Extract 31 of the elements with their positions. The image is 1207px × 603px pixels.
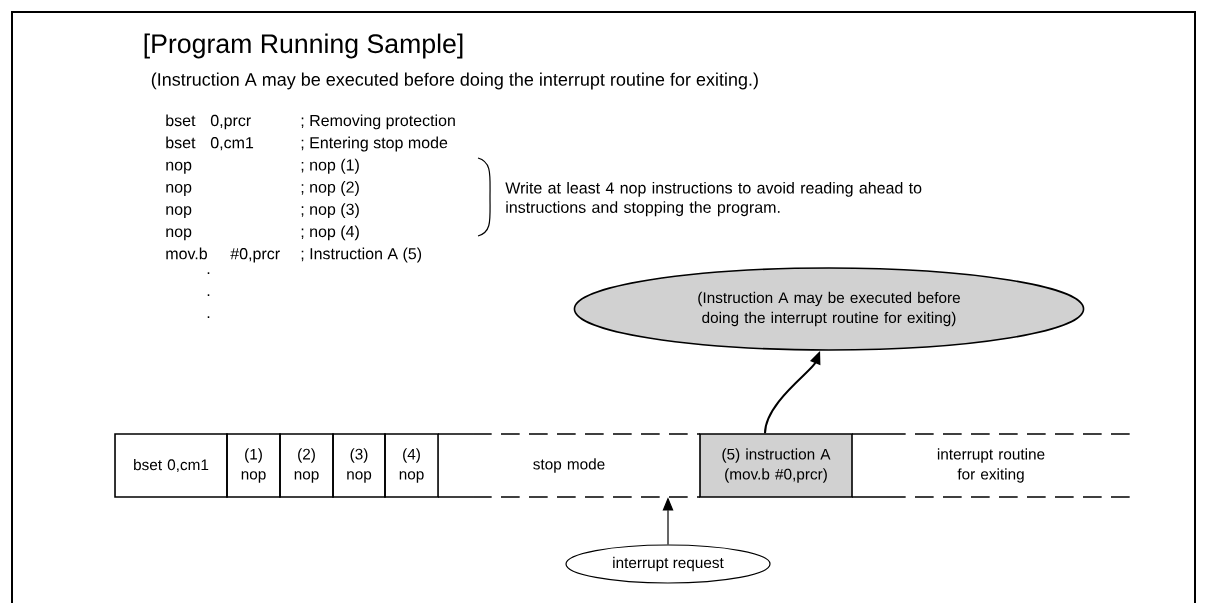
code-text: ; Instruction A (5) (301, 247, 422, 263)
note-text: Write at least 4 nop instructions to avoid reading ahead to instructions and stopping the program. (505, 181, 922, 217)
code-text: nop (166, 184, 192, 196)
step-box: (1) nop (226, 433, 281, 498)
code-text: mov.b (166, 247, 207, 260)
code-text: ; Removing protection (301, 114, 455, 130)
open-segment: interrupt routine for exiting (851, 433, 1131, 498)
step-box: (4) nop (384, 433, 439, 498)
code-text: 0,prcr (210, 114, 251, 130)
title: [Program Running Sample] (144, 33, 463, 59)
ellipsis-dot: . (207, 294, 210, 296)
code-text: ; nop (1) (301, 158, 359, 174)
code-text: 0,cm1 (210, 137, 254, 151)
step-box: bset 0,cm1 (114, 433, 228, 498)
open-segment: stop mode (437, 433, 701, 498)
code-text: ; nop (2) (301, 181, 359, 196)
step-box: (2) nop (279, 433, 334, 498)
code-text: ; Entering stop mode (301, 136, 448, 152)
code-text: bset (166, 136, 196, 149)
code-text: bset (166, 114, 196, 127)
step-box: (5) instruction A (mov.b #0,prcr) (699, 433, 853, 498)
code-text: ; nop (4) (301, 225, 359, 241)
code-text: nop (166, 228, 192, 241)
code-text: nop (166, 161, 192, 174)
subtitle: (Instruction A may be executed before doing the interrupt routine for exiting.) (151, 72, 758, 90)
code-text: ; nop (3) (301, 203, 359, 219)
ellipsis-dot: . (207, 316, 210, 318)
code-text: #0,prcr (230, 248, 280, 263)
step-box: (3) nop (332, 433, 386, 498)
code-text: nop (166, 206, 192, 219)
ellipsis-dot: . (207, 272, 210, 274)
